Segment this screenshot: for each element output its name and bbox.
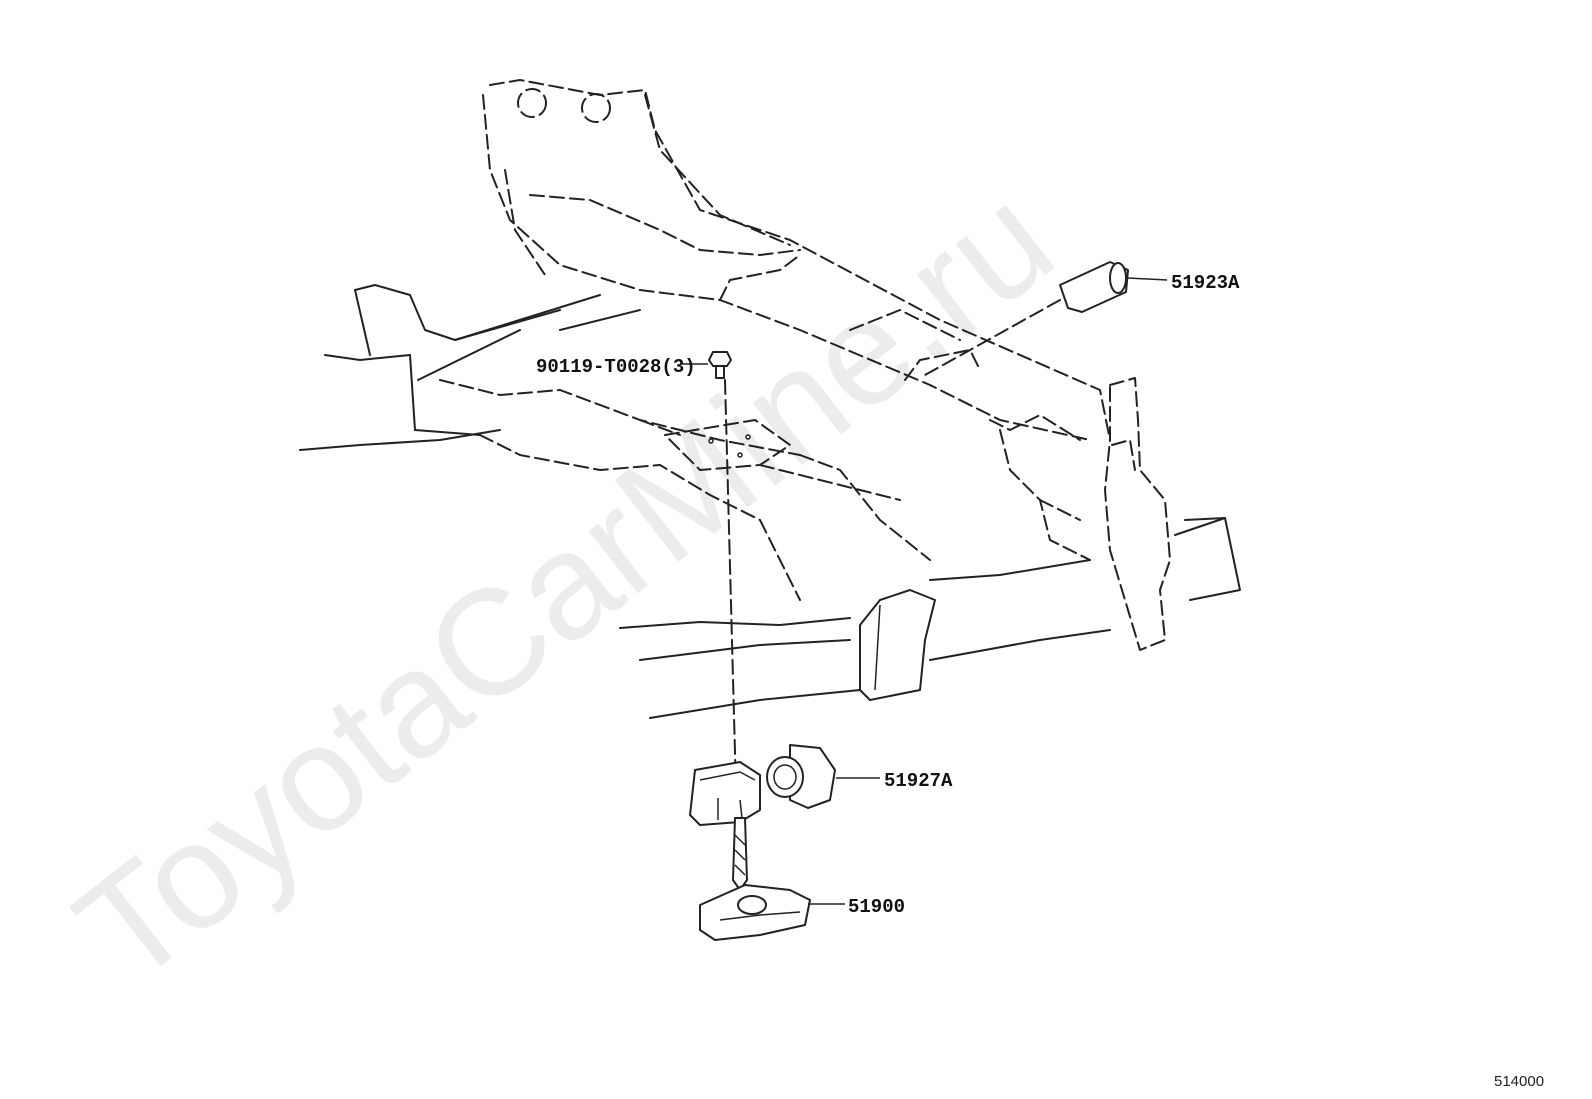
diagram-code: 514000 [1494, 1073, 1544, 1090]
callout-51900[interactable]: 51900 [848, 896, 905, 918]
bolt-90119 [708, 351, 737, 791]
frame-side-rail [482, 79, 1111, 441]
frame-mid-members [439, 379, 1091, 601]
cap-51927a [766, 744, 836, 809]
plug-51923a [924, 261, 1129, 376]
carrier-51900 [689, 761, 811, 941]
callout-51927a[interactable]: 51927A [884, 770, 953, 792]
frame-cross-members [299, 284, 1241, 719]
right-bracket [1104, 377, 1171, 651]
callout-90119[interactable]: 90119-T0028(3) [536, 356, 696, 378]
leader-51923a [1127, 277, 1168, 281]
watermark-text: ToyotaCarMine.ru [46, 154, 1082, 1015]
callout-51923a[interactable]: 51923A [1171, 272, 1240, 294]
